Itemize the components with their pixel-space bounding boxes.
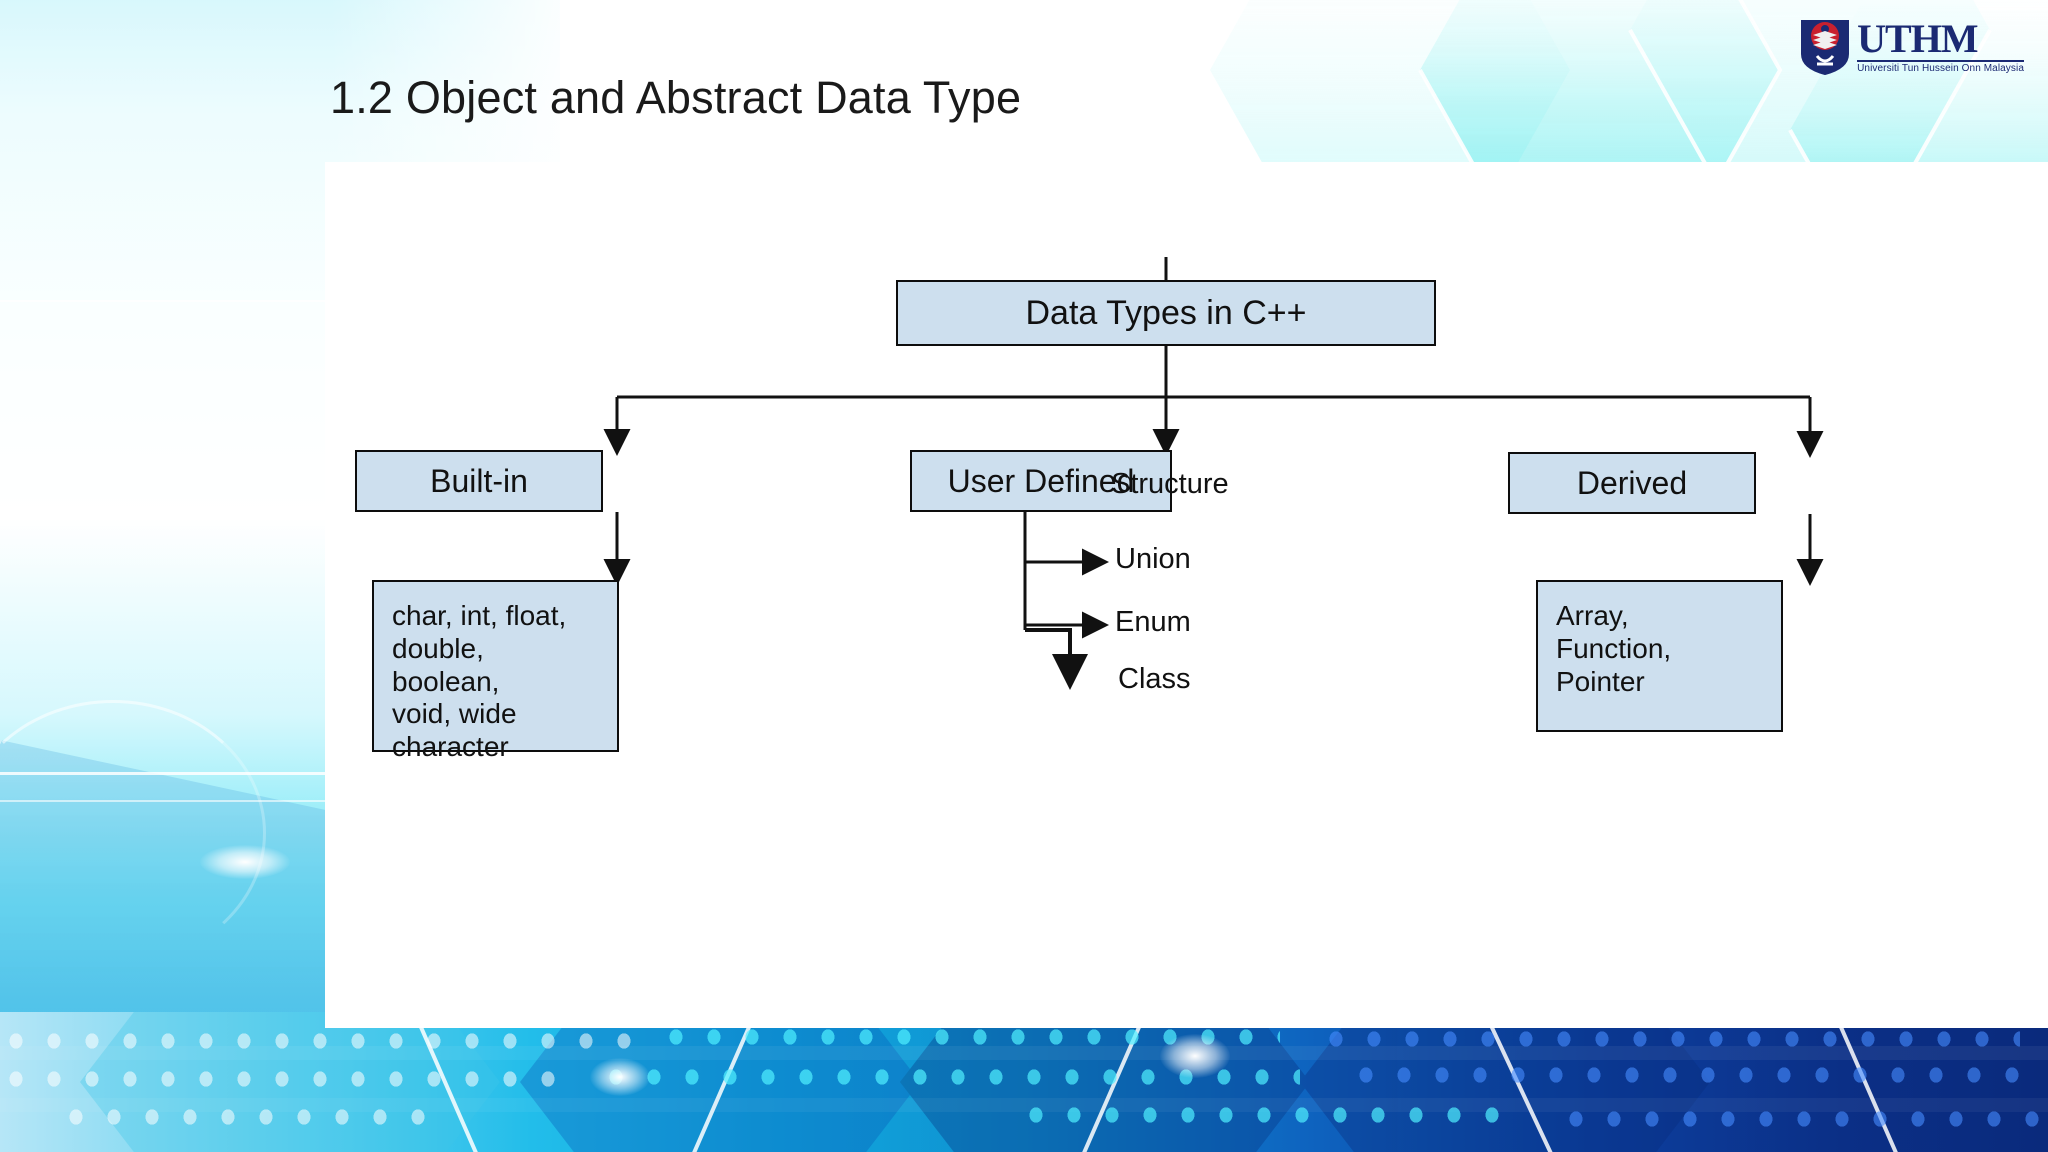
leaf-enum: Enum: [1115, 606, 1191, 638]
bottom-dot-row: [1320, 1026, 2020, 1052]
bottom-dot-row: [1560, 1106, 2040, 1132]
node-built-in-detail: char, int, float, double, boolean, void,…: [372, 580, 619, 762]
bottom-dot-row: [0, 1028, 640, 1054]
node-root-label: Data Types in C++: [1025, 293, 1307, 332]
node-root: Data Types in C++: [896, 280, 1436, 346]
data-types-diagram: Data Types in C++ Built-in char, int, fl…: [325, 162, 2048, 1028]
bottom-dot-row: [0, 1066, 560, 1092]
node-built-in: Built-in: [355, 450, 603, 512]
bottom-dot-row: [60, 1104, 440, 1130]
node-built-in-detail-text: char, int, float, double, boolean, void,…: [392, 600, 567, 762]
logo-subtitle: Universiti Tun Hussein Onn Malaysia: [1857, 63, 2024, 74]
leaf-union: Union: [1115, 543, 1191, 575]
bottom-glow: [590, 1058, 650, 1096]
bottom-dot-row: [600, 1064, 1300, 1090]
node-built-in-label: Built-in: [430, 462, 528, 499]
uthm-logo: UTHM Universiti Tun Hussein Onn Malaysia: [1799, 18, 2024, 76]
background-bottom-band: [0, 1012, 2048, 1152]
bottom-dot-row: [1020, 1102, 1500, 1128]
uthm-crest-icon: [1801, 20, 1850, 76]
leaf-structure: Structure: [1111, 468, 1229, 500]
logo-wordmark: UTHM: [1857, 16, 1978, 61]
node-derived-label: Derived: [1576, 464, 1688, 501]
bottom-dot-row: [1350, 1062, 2040, 1088]
logo-divider: [1857, 60, 2024, 62]
node-derived-detail: Array, Function, Pointer: [1536, 580, 1783, 732]
node-derived: Derived: [1508, 452, 1756, 514]
leaf-class: Class: [1118, 663, 1191, 695]
page-title: 1.2 Object and Abstract Data Type: [330, 72, 1022, 123]
background-arc-decoration: [0, 700, 266, 966]
bottom-glow: [1160, 1034, 1230, 1078]
background-light-glow: [200, 845, 290, 879]
node-user-defined: User Defined: [910, 450, 1172, 512]
logo-text-block: UTHM Universiti Tun Hussein Onn Malaysia: [1857, 16, 2024, 74]
node-user-defined-label: User Defined: [947, 462, 1135, 499]
node-derived-detail-text: Array, Function, Pointer: [1556, 600, 1672, 697]
content-panel: Data Types in C++ Built-in char, int, fl…: [325, 162, 2048, 1028]
